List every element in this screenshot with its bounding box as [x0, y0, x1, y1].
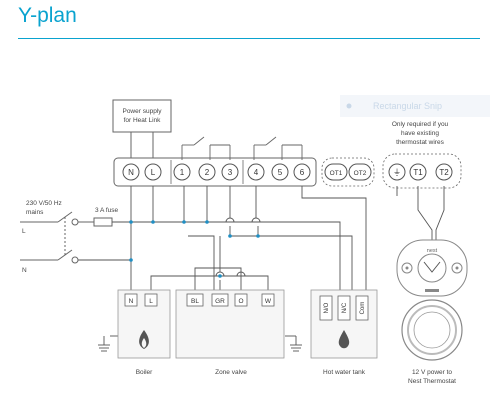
terminal-1: N: [122, 163, 140, 181]
svg-text:Only required if you: Only required if you: [392, 121, 449, 128]
terminal-3: 1: [173, 163, 191, 181]
svg-text:T1: T1: [413, 168, 423, 177]
valve-terminal-4: W: [261, 293, 275, 307]
terminal-2: L: [144, 163, 162, 181]
page-title: Y-plan: [18, 4, 77, 27]
svg-text:N: N: [129, 298, 134, 305]
psu-label-line1: Power supply: [122, 108, 162, 115]
thermostat-caption-line1: 12 V power to: [412, 369, 452, 376]
mains-label: 230 V/50 Hz mains L N: [22, 200, 62, 274]
zone-valve: BL GR O W Zone valve: [175, 289, 285, 376]
valve-terminal-3: O: [234, 293, 248, 307]
boiler-label: Boiler: [136, 369, 153, 376]
snip-overlay: Rectangular Snip: [340, 95, 490, 117]
snip-label: Rectangular Snip: [373, 101, 442, 111]
svg-text:have existing: have existing: [401, 130, 439, 137]
terminal-8: 6: [293, 163, 311, 181]
svg-text:230 V/50 Hz: 230 V/50 Hz: [26, 200, 62, 207]
svg-text:thermostat wires: thermostat wires: [396, 139, 444, 146]
thermostat-caption-line2: Nest Thermostat: [408, 378, 456, 385]
terminal-7: 5: [271, 163, 289, 181]
nest-thermostat: nest 12 V power to Nest Thermostat: [396, 239, 468, 385]
title-rule: [18, 38, 480, 39]
valve-terminal-2: GR: [211, 293, 229, 307]
mains-n-label: N: [22, 267, 27, 274]
svg-text:Com: Com: [360, 302, 366, 315]
terminal-4: 2: [198, 163, 216, 181]
boiler: N L Boiler: [117, 289, 171, 376]
svg-text:⏚: ⏚: [393, 168, 401, 177]
svg-text:T2: T2: [439, 168, 449, 177]
svg-text:OT1: OT1: [330, 170, 343, 177]
tank-terminal-1: N/O: [319, 295, 333, 321]
svg-text:BL: BL: [191, 298, 199, 305]
water-drop-icon: [338, 330, 350, 349]
svg-text:4: 4: [254, 168, 259, 177]
svg-text:5: 5: [278, 168, 283, 177]
hot-water-tank: N/O N/C Com Hot water tank: [310, 289, 378, 376]
terminal-9: OT1: [324, 163, 348, 181]
terminal-13: T2: [435, 163, 453, 181]
psu-label-line2: for Heat Link: [124, 117, 162, 124]
junction-dots: [129, 220, 260, 278]
power-supply-box: Power supply for Heat Link: [112, 99, 172, 133]
nest-brand-label: nest: [427, 248, 438, 254]
svg-text:N/C: N/C: [342, 302, 348, 313]
hot-water-label: Hot water tank: [323, 369, 366, 376]
tank-terminal-3: Com: [355, 295, 369, 321]
relay-switches: [181, 136, 303, 160]
svg-text:3: 3: [228, 168, 233, 177]
terminal-6: 4: [247, 163, 265, 181]
valve-terminal-1: BL: [186, 293, 204, 307]
terminal-10: OT2: [348, 163, 372, 181]
mains-l-label: L: [22, 228, 26, 235]
svg-text:L: L: [151, 168, 156, 177]
wiring: [78, 186, 445, 352]
svg-text:2: 2: [205, 168, 210, 177]
boiler-terminal-1: N: [124, 293, 138, 307]
svg-text:OT2: OT2: [354, 170, 367, 177]
svg-text:GR: GR: [215, 298, 225, 305]
svg-text:1: 1: [180, 168, 185, 177]
zone-valve-label: Zone valve: [215, 369, 247, 376]
ot-terminal-group: [321, 157, 375, 187]
boiler-terminal-2: L: [144, 293, 158, 307]
terminal-5: 3: [221, 163, 239, 181]
terminal-12: T1: [409, 163, 427, 181]
svg-text:mains: mains: [26, 209, 44, 216]
svg-text:O: O: [238, 298, 243, 305]
svg-text:W: W: [265, 298, 272, 305]
thermostat-note: Only required if you have existing therm…: [392, 121, 449, 146]
t-terminal-group: [382, 153, 462, 189]
svg-text:L: L: [149, 298, 153, 305]
terminal-11: ⏚: [388, 163, 406, 181]
svg-text:N: N: [128, 168, 134, 177]
svg-text:N/O: N/O: [324, 302, 330, 313]
svg-text:6: 6: [300, 168, 305, 177]
fuse-label: 3 A fuse: [95, 207, 119, 214]
tank-terminal-2: N/C: [337, 295, 351, 321]
